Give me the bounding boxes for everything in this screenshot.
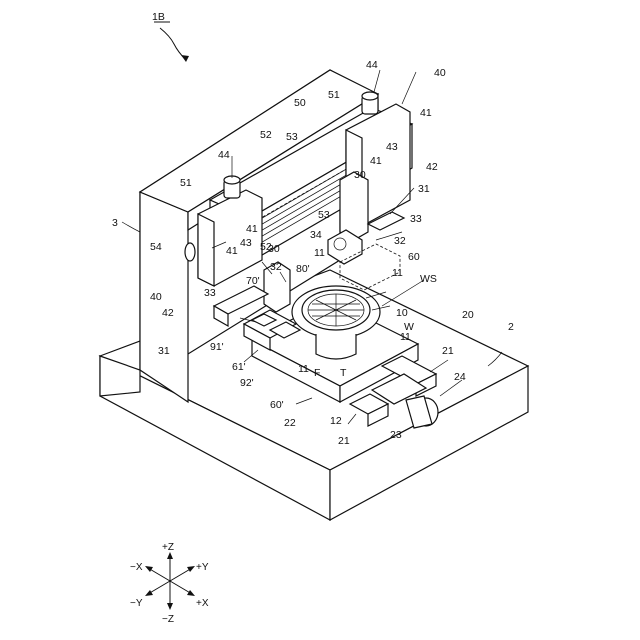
label-51b: 51 — [180, 177, 192, 189]
label-2: 2 — [508, 321, 514, 333]
figure-id-label: 1B — [152, 11, 165, 23]
label-32b: 32 — [270, 261, 282, 273]
label-52a: 52 — [260, 129, 272, 141]
label-F: F — [314, 367, 320, 379]
label-WS: WS — [420, 273, 437, 285]
label-43b: 43 — [240, 237, 252, 249]
label-60p: 60' — [270, 399, 284, 411]
label-52b: 52 — [260, 241, 272, 253]
label-34: 34 — [310, 229, 322, 241]
axis-minus-x: −X — [130, 562, 143, 573]
label-3: 3 — [112, 217, 118, 229]
label-11b: 11 — [392, 267, 403, 279]
label-53b: 53 — [318, 209, 330, 221]
label-60: 60 — [408, 251, 420, 263]
label-11d: 11 — [298, 363, 309, 375]
label-41d: 41 — [226, 245, 238, 257]
label-W: W — [404, 321, 414, 333]
label-32a: 32 — [394, 235, 406, 247]
label-22: 22 — [284, 417, 296, 429]
figure-id-arrowhead — [181, 55, 189, 62]
label-40b: 40 — [150, 291, 162, 303]
label-43a: 43 — [386, 141, 398, 153]
label-23: 23 — [390, 429, 402, 441]
label-44b: 44 — [218, 149, 230, 161]
label-44a: 44 — [366, 59, 378, 71]
label-54: 54 — [150, 241, 162, 253]
label-31a: 31 — [418, 183, 430, 195]
label-40a: 40 — [434, 67, 446, 79]
axis-minus-z: −Z — [162, 614, 174, 625]
label-21a: 21 — [442, 345, 454, 357]
label-70p: 70' — [246, 275, 260, 287]
label-24: 24 — [454, 371, 466, 383]
label-80p: 80' — [296, 263, 310, 275]
label-50: 50 — [294, 97, 306, 109]
label-51a: 51 — [328, 89, 340, 101]
label-21b: 21 — [338, 435, 350, 447]
label-61p: 61' — [232, 361, 246, 373]
label-41a: 41 — [420, 107, 432, 119]
label-33a: 33 — [410, 213, 422, 225]
label-53a: 53 — [286, 131, 298, 143]
label-91p: 91' — [210, 341, 224, 353]
axis-plus-x: +X — [196, 598, 209, 609]
label-41b: 41 — [370, 155, 382, 167]
label-41c: 41 — [246, 223, 258, 235]
label-11a: 11 — [314, 247, 325, 259]
label-33b: 33 — [204, 287, 216, 299]
axis-minus-y: −Y — [130, 598, 143, 609]
label-12: 12 — [330, 415, 342, 427]
label-T: T — [340, 367, 347, 379]
label-30a: 30 — [354, 169, 366, 181]
label-31b: 31 — [158, 345, 170, 357]
label-20: 20 — [462, 309, 474, 321]
label-42b: 42 — [162, 307, 174, 319]
axis-plus-y: +Y — [196, 562, 209, 573]
label-92p: 92' — [240, 377, 254, 389]
label-10: 10 — [396, 307, 408, 319]
axis-plus-z: +Z — [162, 542, 174, 553]
axes-legend: +Z −Z +X −X +Y −Y — [130, 542, 209, 625]
label-42a: 42 — [426, 161, 438, 173]
